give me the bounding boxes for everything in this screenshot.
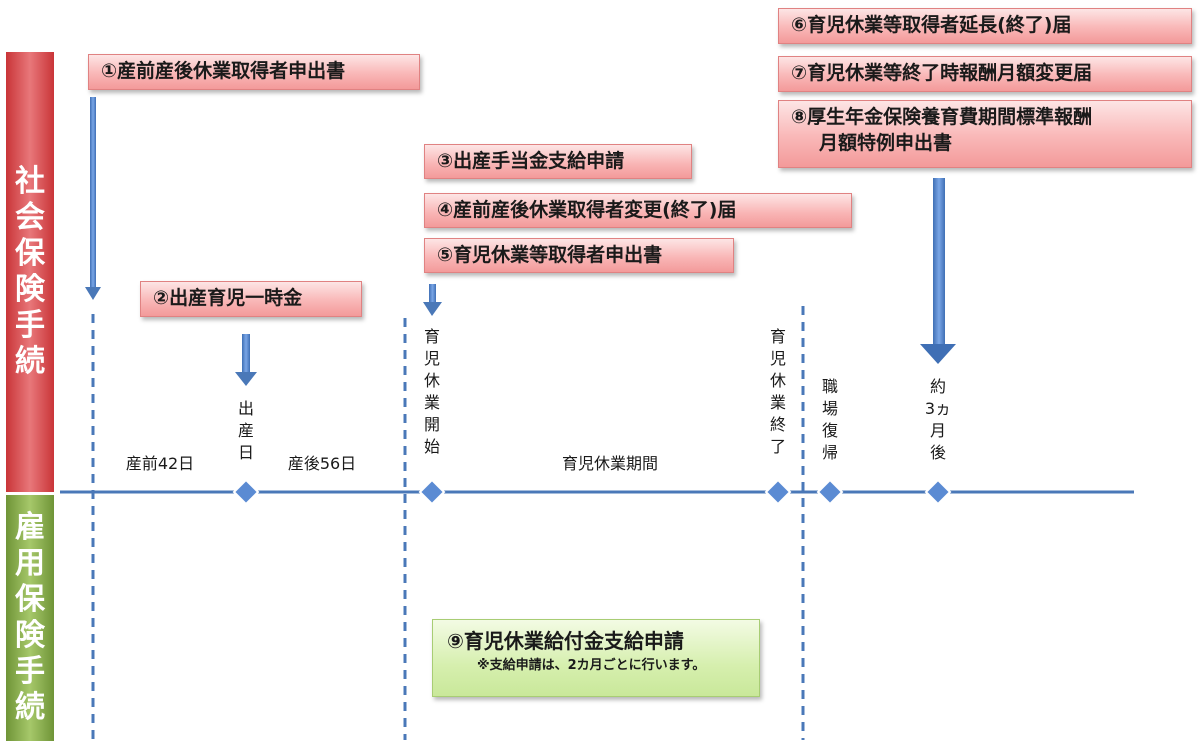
form-8-line-1: ⑧厚生年金保険養育費期間標準報酬 xyxy=(791,106,1093,128)
form-9-note: ※支給申請は、2カ月ごとに行います。 xyxy=(477,658,706,673)
form-8-line-2: 月額特例申出書 xyxy=(819,132,953,154)
employment-insurance-procedures-label: 雇 用 保 険 手 続 xyxy=(6,495,54,741)
marker-leave-end xyxy=(764,478,792,506)
marker-leave-start xyxy=(418,478,446,506)
form-9-title: ⑨育児休業給付金支給申請 xyxy=(447,629,684,653)
form-3-box: ③出産手当金支給申請 xyxy=(424,144,692,179)
form-6-box: ⑥育児休業等取得者延長(終了)届 xyxy=(778,8,1192,44)
label-leave-start: 育児休業開始 xyxy=(423,327,440,456)
marker-return-to-work xyxy=(816,478,844,506)
label-approx-3-months: 約 3ヵ 月 後 xyxy=(924,377,952,462)
label-leave-period: 育児休業期間 xyxy=(561,454,658,473)
form-5-box: ⑤育児休業等取得者申出書 xyxy=(424,238,734,273)
form-8-box: ⑧厚生年金保険養育費期間標準報酬 月額特例申出書 xyxy=(778,100,1192,168)
form-9-box: ⑨育児休業給付金支給申請 ※支給申請は、2カ月ごとに行います。 xyxy=(432,619,760,697)
form-4-box: ④産前産後休業取得者変更(終了)届 xyxy=(424,193,852,228)
form-2-box: ②出産育児一時金 xyxy=(140,281,362,317)
marker-birth-day xyxy=(232,478,260,506)
marker-3-months xyxy=(924,478,952,506)
arrow-form-2 xyxy=(235,334,257,386)
social-insurance-procedures-label: 社 会 保 険 手 続 xyxy=(6,52,54,492)
arrow-form-1 xyxy=(85,97,101,300)
form-1-box: ①産前産後休業取得者申出書 xyxy=(88,54,420,90)
arrow-forms-6-8 xyxy=(920,178,956,364)
arrow-form-5 xyxy=(423,284,442,316)
label-leave-end: 育児休業終了 xyxy=(769,327,786,456)
label-postnatal-56-days: 産後56日 xyxy=(287,454,357,473)
form-7-box: ⑦育児休業等終了時報酬月額変更届 xyxy=(778,56,1192,92)
label-prenatal-42-days: 産前42日 xyxy=(125,454,195,473)
label-return-to-work: 職場復帰 xyxy=(821,377,838,462)
label-birth-day: 出産日 xyxy=(237,399,254,462)
